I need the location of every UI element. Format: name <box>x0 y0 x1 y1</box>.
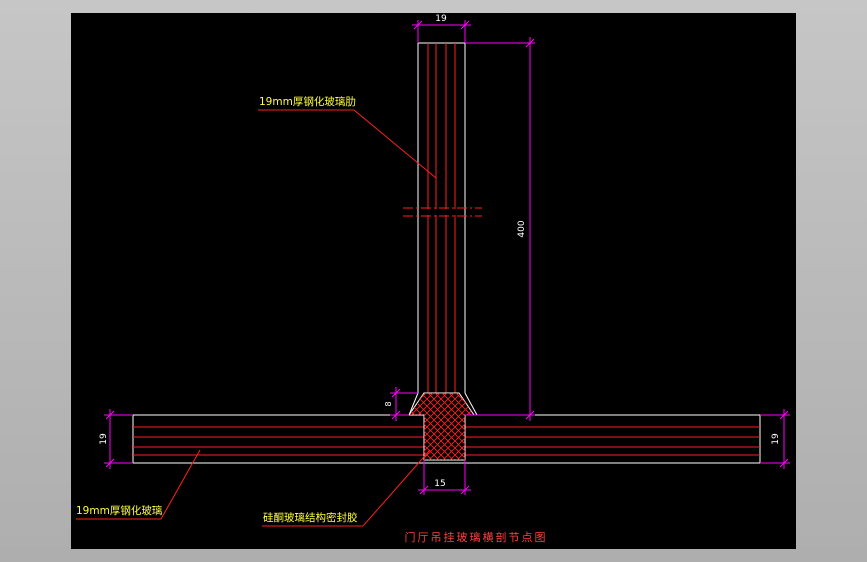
dim-text-sealant-width: 15 <box>434 479 445 489</box>
drawing-title: 门厅吊挂玻璃横剖节点图 <box>405 530 548 544</box>
dim-glass-right <box>760 409 790 469</box>
glass-rib <box>417 42 466 393</box>
dim-rib-length <box>465 37 535 421</box>
leader-rib-glass <box>258 109 437 179</box>
leader-face-glass <box>76 449 201 520</box>
label-sealant: 硅酮玻璃结构密封胶 <box>263 511 358 524</box>
dim-sealant-depth <box>390 387 418 421</box>
dim-text-rib-length: 400 <box>517 220 527 237</box>
break-mark <box>403 207 482 217</box>
dim-text-sealant-depth: 8 <box>384 401 393 406</box>
dim-glass-left <box>104 409 133 469</box>
label-face-glass: 19mm厚钢化玻璃 <box>76 504 162 517</box>
dim-text-glass-right: 19 <box>771 433 781 445</box>
label-rib-glass: 19mm厚钢化玻璃肋 <box>259 95 356 108</box>
dim-text-rib-width: 19 <box>435 14 447 24</box>
dim-rib-width <box>412 20 471 43</box>
dim-sealant-width <box>418 460 471 495</box>
leader-sealant <box>262 449 431 527</box>
dim-text-glass-left: 19 <box>99 433 109 445</box>
